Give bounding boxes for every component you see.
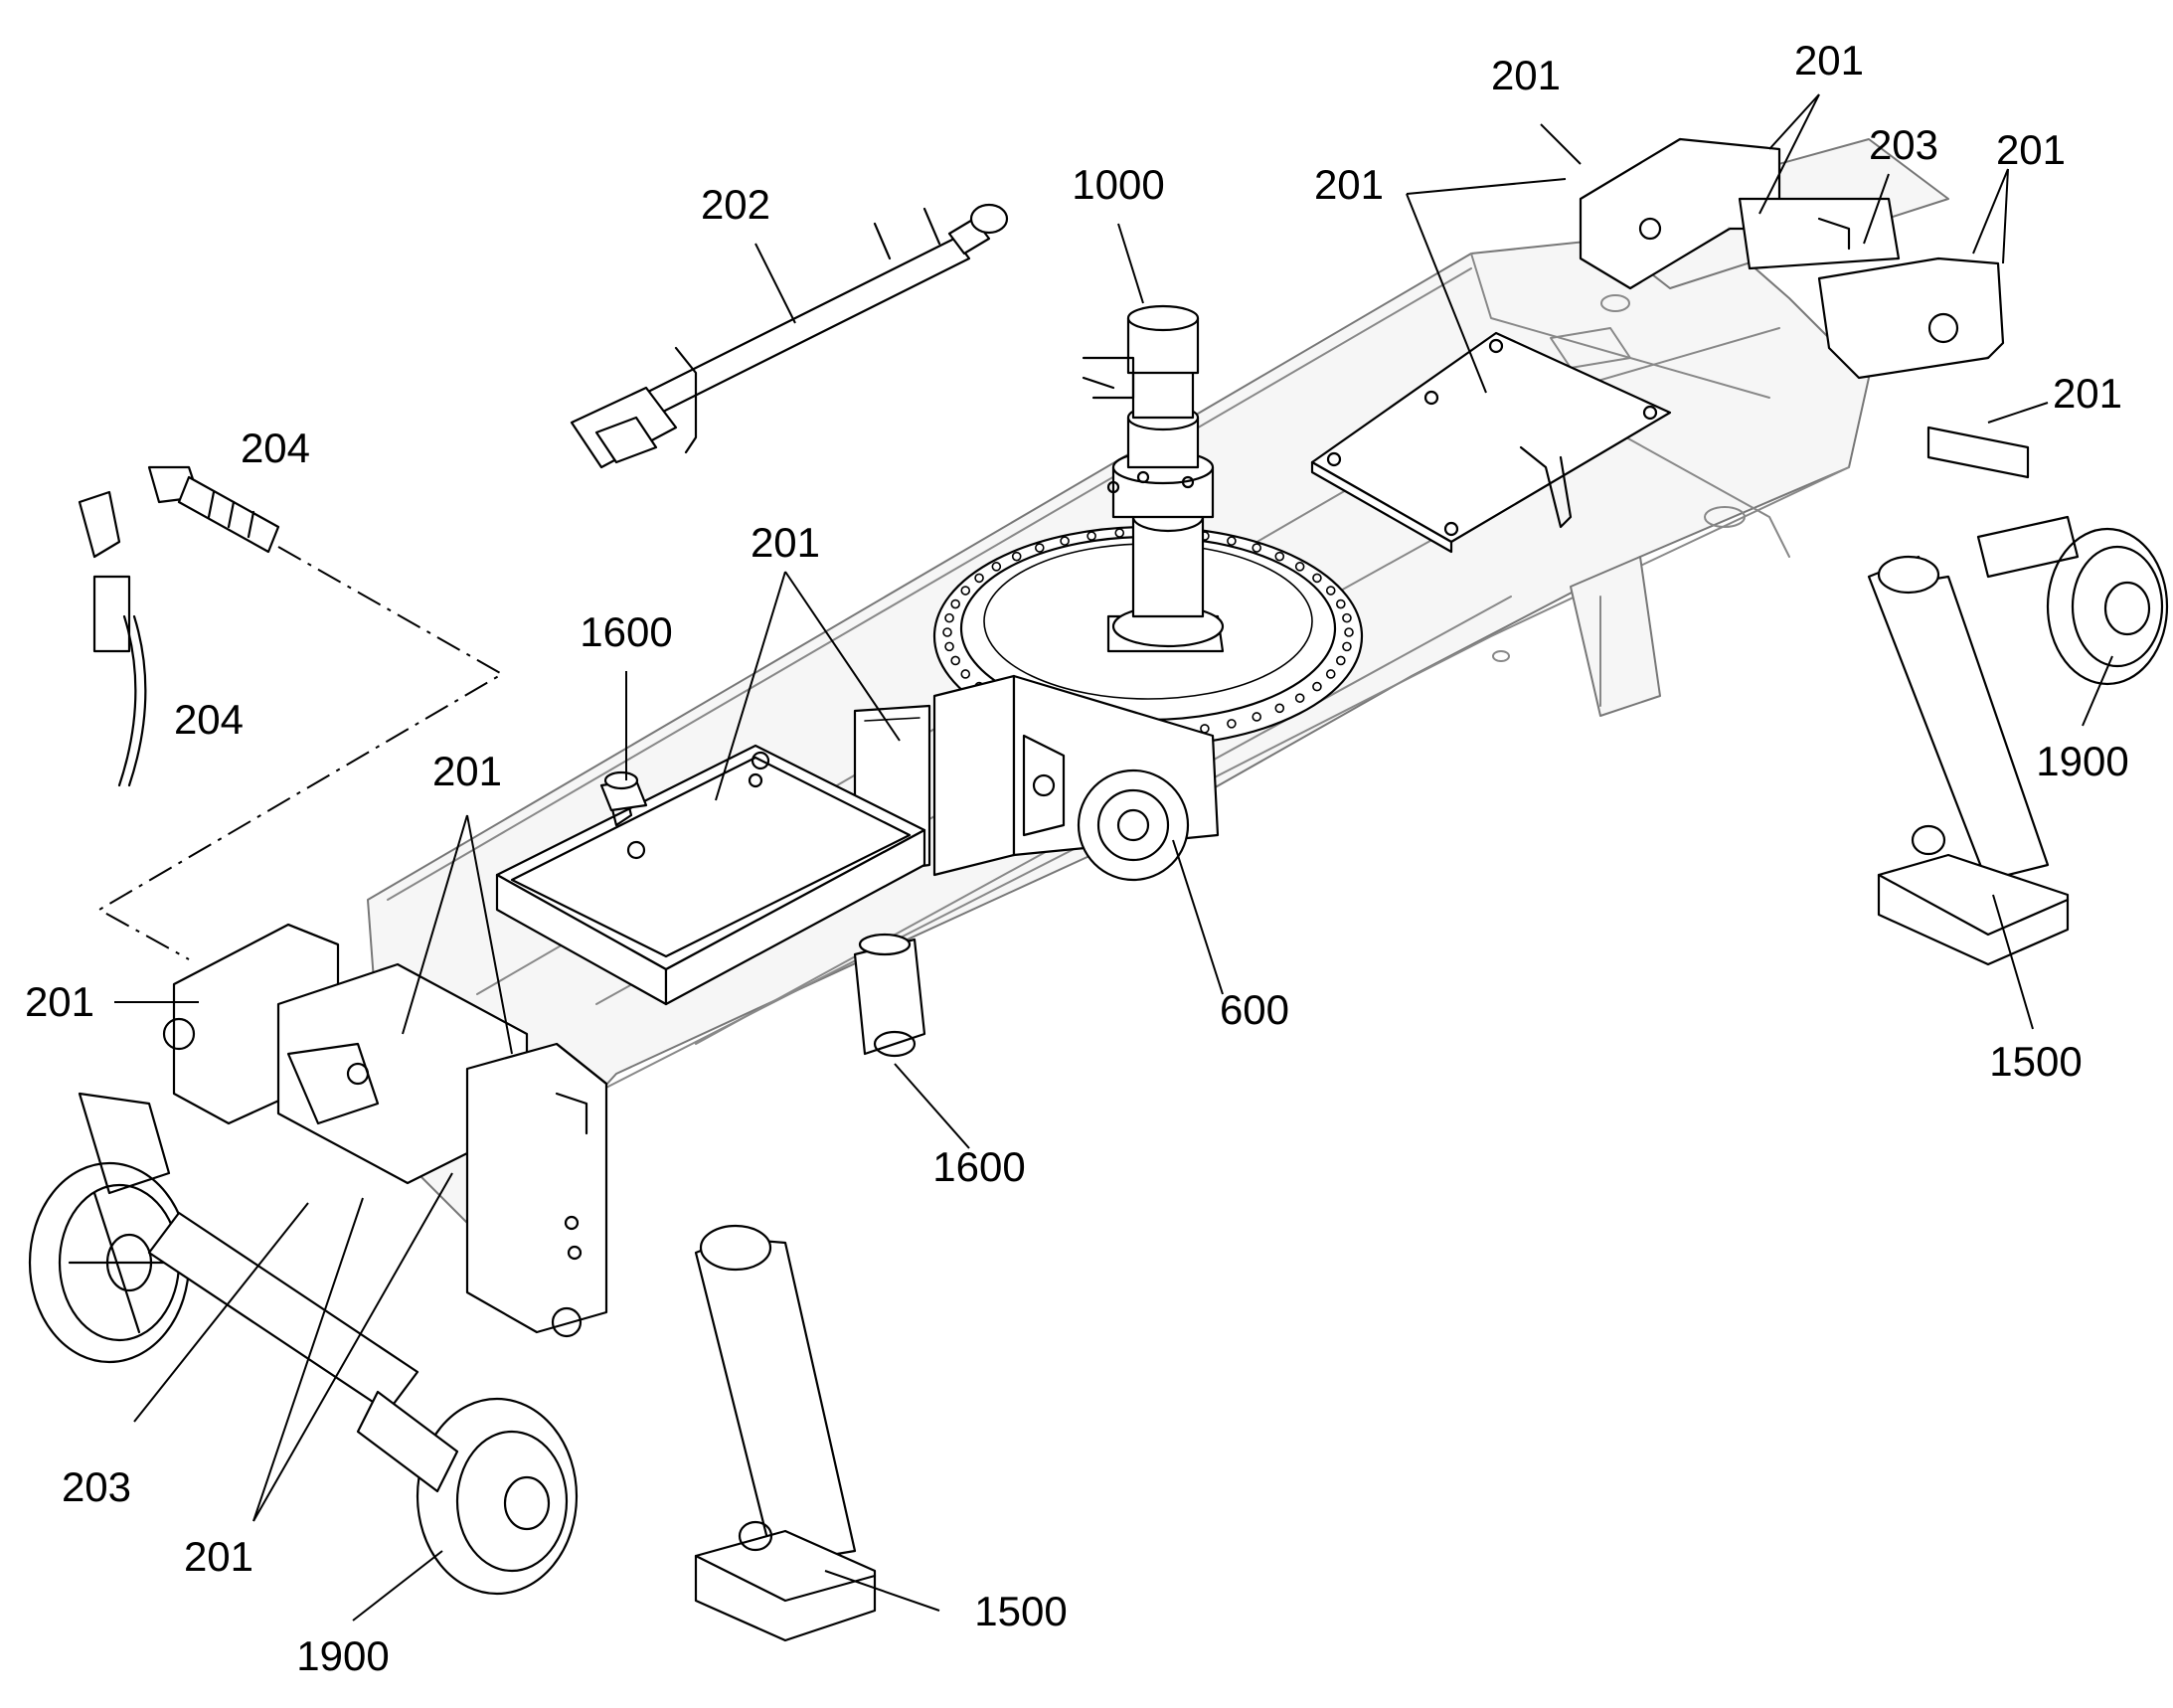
callout-201-top-d: 201 — [1314, 161, 1384, 208]
ring-bolt-hole — [1294, 693, 1305, 703]
ring-bolt-hole — [1274, 703, 1285, 714]
ring-bolt-hole — [1325, 669, 1336, 679]
hose-fitting — [147, 465, 280, 554]
callout-201-top-c: 201 — [1996, 126, 2066, 173]
front-left-wheel — [28, 1161, 191, 1364]
callout-labels: 201 201 203 201 201 202 1000 204 204 201… — [25, 37, 2129, 1679]
ring-bolt-hole — [1252, 543, 1262, 553]
ring-bolt-hole — [950, 655, 960, 666]
ring-bolt-hole — [1325, 586, 1336, 596]
callout-201-top-a: 201 — [1491, 52, 1561, 98]
ring-bolt-hole — [950, 598, 960, 609]
gearbox — [932, 674, 1220, 882]
ring-bolt-hole — [1336, 655, 1346, 666]
ring-bolt-hole — [1344, 627, 1354, 637]
ring-bolt-hole — [1252, 712, 1262, 722]
callout-201-left: 201 — [25, 978, 94, 1025]
ring-bolt-hole — [942, 627, 952, 637]
rotary-motor-assembly — [1082, 304, 1225, 653]
callout-203-bottom: 203 — [62, 1463, 131, 1510]
ring-bolt-hole — [1086, 531, 1096, 541]
callout-202: 202 — [701, 181, 770, 228]
callout-204-a: 204 — [241, 425, 310, 471]
callout-201-left-top: 201 — [432, 748, 502, 794]
ring-bolt-hole — [1227, 719, 1237, 729]
callout-1900-right: 1900 — [2036, 738, 2128, 784]
callout-1900-bottom: 1900 — [296, 1632, 389, 1679]
callout-204-b: 204 — [174, 696, 244, 743]
sensor-top — [599, 770, 648, 812]
ring-bolt-hole — [1060, 536, 1070, 546]
ring-bolt-hole — [1342, 612, 1352, 623]
callout-1600-bottom: 1600 — [932, 1143, 1025, 1190]
front-end-units — [162, 923, 608, 1338]
callout-1500-right: 1500 — [1989, 1038, 2082, 1085]
ring-bolt-hole — [1011, 551, 1022, 562]
front-right-wheel — [416, 1397, 579, 1596]
callout-201-mid: 201 — [751, 519, 820, 566]
ring-bolt-hole — [1034, 543, 1045, 553]
control-box-tray — [495, 744, 926, 1006]
front-leg — [694, 1224, 877, 1642]
callout-201-right: 201 — [2053, 370, 2122, 417]
ring-bolt-hole — [1114, 528, 1125, 538]
ring-bolt-hole — [974, 573, 984, 584]
rear-end-units — [1579, 137, 2005, 380]
ring-bolt-hole — [1312, 681, 1322, 692]
top-right-cover-plate — [1310, 331, 1672, 554]
ring-bolt-hole — [1294, 562, 1305, 572]
cable-connector — [78, 490, 147, 787]
hydraulic-cylinder — [570, 203, 1009, 469]
ring-bolt-hole — [1336, 598, 1346, 609]
ring-bolt-hole — [960, 586, 971, 596]
leader-lines — [114, 93, 2113, 1622]
ring-bolt-hole — [1312, 573, 1322, 584]
ring-bolt-hole — [1274, 551, 1285, 562]
callout-1600-top: 1600 — [580, 608, 672, 655]
ring-bolt-hole — [944, 641, 954, 652]
ring-bolt-hole — [991, 562, 1002, 572]
callout-1000: 1000 — [1072, 161, 1164, 208]
callout-1500-bottom: 1500 — [974, 1588, 1067, 1634]
right-leg — [1867, 555, 2070, 966]
ring-bolt-hole — [1342, 641, 1352, 652]
ring-bolt-hole — [944, 612, 954, 623]
callout-203-top: 203 — [1869, 121, 1938, 168]
callout-201-top-b: 201 — [1794, 37, 1864, 84]
ring-bolt-hole — [1227, 536, 1237, 546]
sensor-bottom — [853, 933, 926, 1058]
callout-201-bottom: 201 — [184, 1533, 253, 1580]
assembly-path-line — [96, 546, 505, 960]
callout-600: 600 — [1220, 986, 1289, 1033]
right-wheel — [1926, 426, 2169, 686]
ring-bolt-hole — [960, 669, 971, 679]
